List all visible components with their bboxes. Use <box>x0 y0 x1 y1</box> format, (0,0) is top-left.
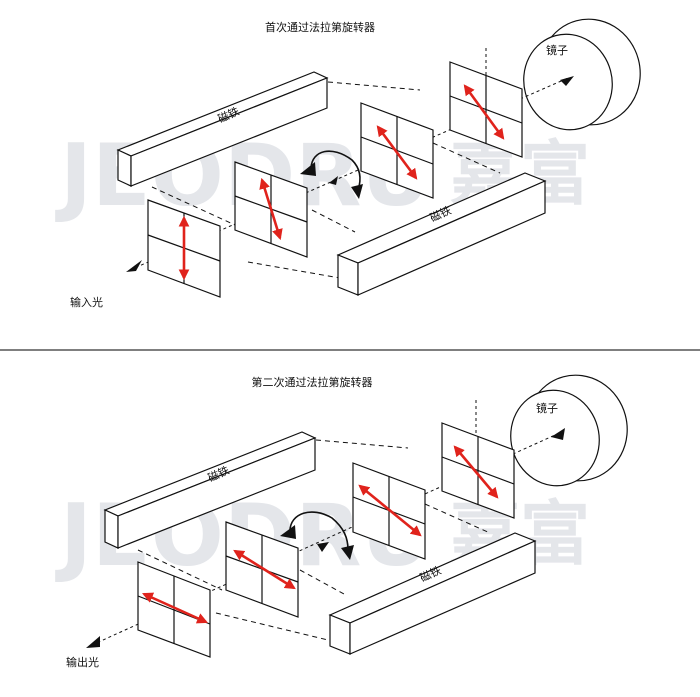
rotation-arrow-head <box>351 184 363 199</box>
polarization-arrow <box>453 445 499 499</box>
polarizer-window <box>225 521 299 618</box>
mirror-label: 镜子 <box>536 401 558 415</box>
rotation-arc <box>289 511 349 551</box>
panel-second-pass: JEODRU 嘉富 第二次通过法拉第旋转器 磁铁 磁铁 <box>55 374 628 669</box>
polarizer-window <box>147 199 221 298</box>
rotation-arrow-head <box>300 162 316 176</box>
panel-first-pass: JEODRU 嘉富 首次通过法拉第旋转器 磁铁 磁铁 <box>55 18 641 309</box>
polarizer-window <box>352 462 426 560</box>
mirror-direction-arrow <box>551 428 565 440</box>
mirror: 镜子 <box>523 18 641 131</box>
polarizer-window <box>441 422 515 519</box>
polarizer-window <box>137 561 211 658</box>
axis-direction-arrow <box>317 542 329 552</box>
polarization-arrow <box>233 549 296 590</box>
polarizer-window <box>360 102 434 199</box>
mirror: 镜子 <box>510 374 628 487</box>
axis-direction-arrow <box>329 176 338 185</box>
light-label: 输出光 <box>66 655 99 669</box>
polarization-arrow <box>358 484 422 537</box>
output-direction-arrow <box>86 636 100 648</box>
magnet-top: 磁铁 <box>103 431 317 549</box>
mirror-label: 镜子 <box>546 43 568 57</box>
polarization-arrow <box>463 84 505 140</box>
polarization-arrow <box>142 592 208 624</box>
magnet-top: 磁铁 <box>116 71 329 187</box>
base-outline <box>151 81 501 279</box>
rotation-arrow-head <box>341 545 354 560</box>
polarizer-window <box>449 61 523 158</box>
mirror-direction-arrow <box>560 76 574 86</box>
polarization-arrow <box>259 177 283 241</box>
magnet-bottom: 磁铁 <box>336 172 547 296</box>
panel-title: 首次通过法拉第旋转器 <box>265 20 375 34</box>
magnet-bottom: 磁铁 <box>328 532 537 655</box>
input-direction-arrow <box>126 260 142 272</box>
polarization-arrow <box>376 125 418 180</box>
base-outline <box>137 439 491 641</box>
rotation-arc <box>310 150 361 191</box>
rotation-arrow-head <box>280 525 296 539</box>
light-label: 输入光 <box>70 295 103 309</box>
polarizer-window <box>234 161 308 258</box>
panel-title: 第二次通过法拉第旋转器 <box>252 375 373 389</box>
